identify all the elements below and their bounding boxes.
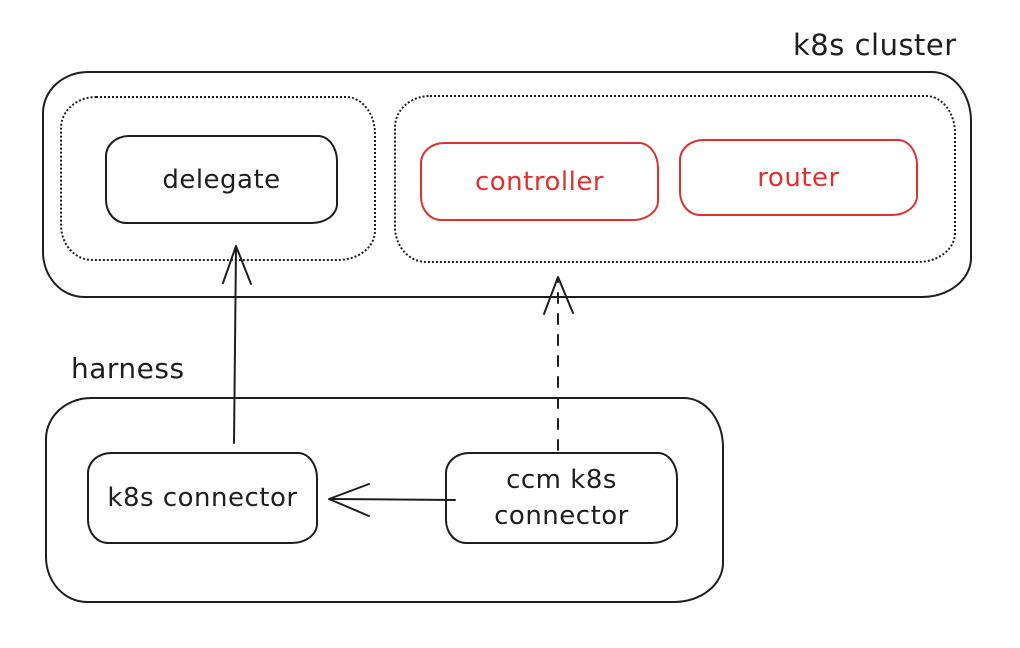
node-controller-label: controller <box>474 166 605 197</box>
node-router-label: router <box>757 162 840 193</box>
harness-group-label: harness <box>71 352 185 385</box>
node-delegate-label: delegate <box>162 164 281 195</box>
delegate-dotted-boundary <box>60 96 376 261</box>
node-controller: controller <box>420 142 659 221</box>
k8s-cluster-group-label: k8s cluster <box>793 28 957 62</box>
k8s-cluster-container <box>42 71 972 298</box>
node-router: router <box>679 139 918 216</box>
harness-container <box>45 397 724 603</box>
ccm-dotted-boundary <box>394 95 956 263</box>
node-ccm-k8s-connector: ccm k8s connector <box>445 452 678 544</box>
node-ccm-k8s-connector-label: ccm k8s connector <box>494 465 629 531</box>
node-k8s-connector: k8s connector <box>87 452 318 544</box>
node-k8s-connector-label: k8s connector <box>107 483 298 513</box>
node-delegate: delegate <box>105 135 338 224</box>
